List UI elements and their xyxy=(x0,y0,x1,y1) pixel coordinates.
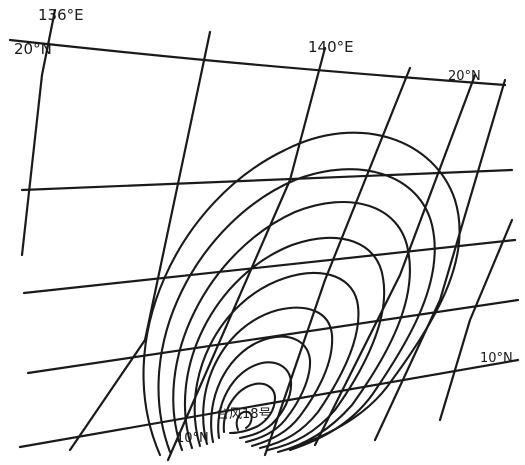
isobar-2 xyxy=(157,168,436,454)
typhoon-center-icon xyxy=(235,410,253,431)
meridian-136e xyxy=(20,8,57,257)
isobar-8 xyxy=(217,361,293,440)
isobar-7 xyxy=(210,335,312,444)
isobars xyxy=(142,131,461,457)
label-20n-left: 20°N xyxy=(14,40,52,58)
graticule xyxy=(8,8,520,462)
parallel-10n xyxy=(18,358,520,449)
isobar-5 xyxy=(193,271,360,450)
meridian-line xyxy=(313,73,477,447)
label-10n-bottom: 10°N xyxy=(176,431,209,446)
isobar-3 xyxy=(172,200,411,454)
parallel-line xyxy=(20,168,514,192)
isobar-6 xyxy=(202,306,334,448)
label-20n-right: 20°N xyxy=(448,69,481,84)
isobar-1 xyxy=(142,131,461,457)
label-10n-right: 10°N xyxy=(480,351,513,366)
meridian-line xyxy=(373,78,507,442)
meridian-line xyxy=(68,30,212,452)
isobar-9 xyxy=(222,382,277,435)
label-typhoon: 台风18号 xyxy=(216,407,272,422)
meridian-140e xyxy=(166,46,327,462)
meridian-line xyxy=(438,218,514,422)
label-136e: 136°E xyxy=(38,6,84,24)
label-140e: 140°E xyxy=(308,38,354,56)
parallel-20n xyxy=(8,38,507,87)
isobar-4 xyxy=(183,236,386,452)
parallel-line xyxy=(22,238,517,295)
typhoon-center-marker xyxy=(235,410,253,431)
meridian-line xyxy=(263,66,412,457)
